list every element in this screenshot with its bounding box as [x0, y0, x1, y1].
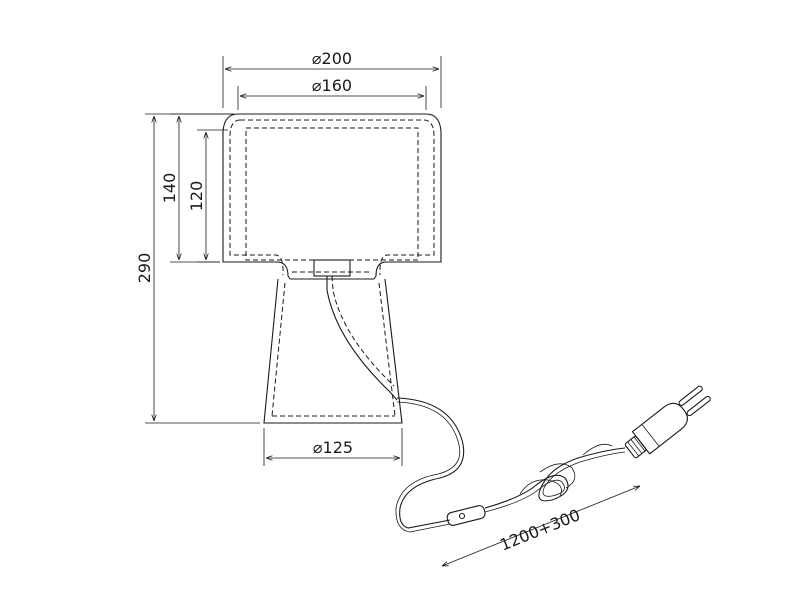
- dimension-inner-height: 120: [187, 129, 228, 263]
- outer-diameter-label: ⌀200: [312, 49, 352, 68]
- dimension-shade-height: 140: [160, 113, 234, 263]
- dimension-outer-diameter: ⌀200: [222, 49, 442, 108]
- dimension-base-diameter: ⌀125: [263, 428, 403, 466]
- switch-button: [458, 512, 466, 520]
- lamp-base: [263, 278, 403, 424]
- dimension-total-height: 290: [135, 113, 260, 424]
- dimension-cable-length: 1200+300: [442, 486, 640, 566]
- power-cable: [395, 397, 626, 533]
- lamp-shade: [222, 113, 442, 280]
- shade-height-label: 140: [160, 173, 179, 204]
- plug-pin-top: [678, 385, 703, 406]
- internal-cable: [326, 275, 398, 401]
- inner-height-label: 120: [187, 181, 206, 212]
- inner-diameter-label: ⌀160: [312, 76, 352, 95]
- euro-plug: [624, 385, 711, 459]
- shade-inner-outline: [229, 119, 435, 275]
- cable-to-plug: [484, 447, 626, 509]
- plug-body: [631, 402, 688, 455]
- cable-length-label: 1200+300: [497, 505, 583, 554]
- total-height-label: 290: [135, 253, 154, 284]
- inner-diffuser: [245, 127, 419, 261]
- cable-to-switch: [396, 397, 465, 529]
- base-outline: [263, 278, 403, 424]
- lamp-socket: [313, 259, 351, 277]
- plug-pin-bottom: [686, 395, 711, 417]
- shade-outline: [222, 113, 291, 280]
- base-diameter-label: ⌀125: [313, 438, 353, 457]
- inline-switch: [446, 505, 486, 526]
- dimension-inner-diameter: ⌀160: [237, 76, 427, 110]
